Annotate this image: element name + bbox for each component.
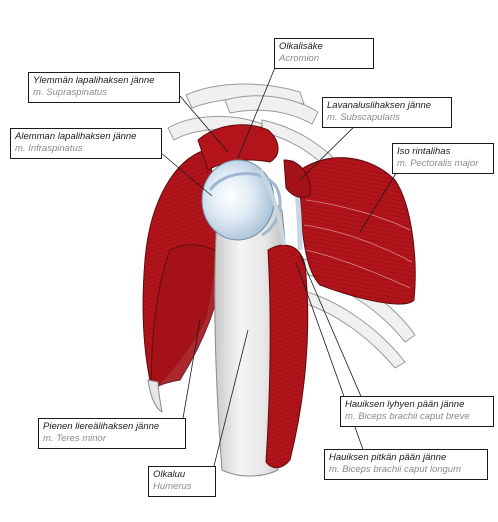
label-humerus: Olkaluu Humerus — [148, 466, 216, 497]
subscapularis-muscle — [284, 160, 310, 197]
label-subscapularis: Lavanaluslihaksen jänne m. Subscapularis — [322, 97, 452, 128]
label-teres-minor-fi: Pienen liereälihaksen jänne — [43, 421, 181, 433]
label-teres-minor: Pienen liereälihaksen jänne m. Teres min… — [38, 418, 186, 449]
label-subscapularis-fi: Lavanaluslihaksen jänne — [327, 100, 447, 112]
label-humerus-fi: Olkaluu — [153, 469, 211, 481]
label-infraspinatus-la: m. Infraspinatus — [15, 143, 157, 155]
pectoralis-major-muscle — [300, 158, 415, 304]
label-humerus-la: Humerus — [153, 481, 211, 493]
label-infraspinatus-fi: Alemman lapalihaksen jänne — [15, 131, 157, 143]
label-teres-minor-la: m. Teres minor — [43, 433, 181, 445]
label-acromion-fi: Olkalisäke — [279, 41, 369, 53]
label-biceps-long-la: m. Biceps brachii caput longum — [329, 464, 483, 476]
label-pectoralis: Iso rintalihas m. Pectoralis major — [392, 143, 494, 174]
label-biceps-long: Hauiksen pitkän pään jänne m. Biceps bra… — [324, 449, 488, 480]
label-supraspinatus-la: m. Supraspinatus — [33, 87, 175, 99]
label-biceps-short: Hauiksen lyhyen pään jänne m. Biceps bra… — [340, 396, 494, 427]
label-biceps-long-fi: Hauiksen pitkän pään jänne — [329, 452, 483, 464]
label-biceps-short-la: m. Biceps brachii caput breve — [345, 411, 489, 423]
label-subscapularis-la: m. Subscapularis — [327, 112, 447, 124]
label-acromion-la: Acromion — [279, 53, 369, 65]
label-supraspinatus: Ylemmän lapalihaksen jänne m. Supraspina… — [28, 72, 180, 103]
label-infraspinatus: Alemman lapalihaksen jänne m. Infraspina… — [10, 128, 162, 159]
label-pectoralis-fi: Iso rintalihas — [397, 146, 489, 158]
label-pectoralis-la: m. Pectoralis major — [397, 158, 489, 170]
label-acromion: Olkalisäke Acromion — [274, 38, 374, 69]
label-biceps-short-fi: Hauiksen lyhyen pään jänne — [345, 399, 489, 411]
label-supraspinatus-fi: Ylemmän lapalihaksen jänne — [33, 75, 175, 87]
